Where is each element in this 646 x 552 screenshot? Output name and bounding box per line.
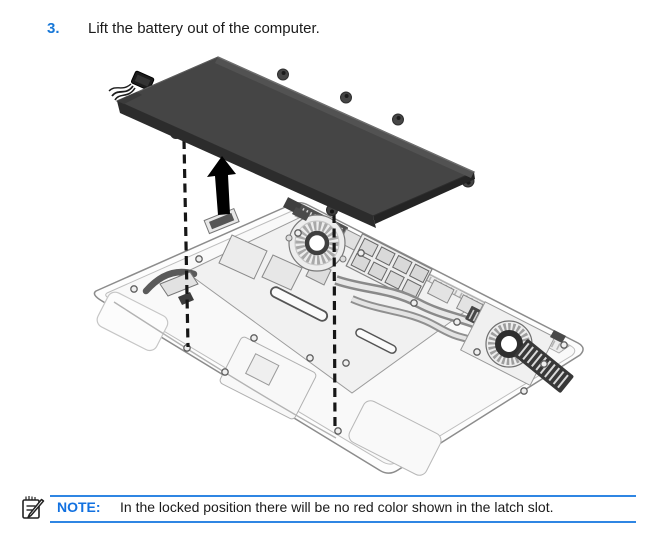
battery-top-tabs <box>277 68 475 188</box>
hinge-post-right <box>550 330 566 343</box>
fan-left-illustration <box>285 214 347 272</box>
laptop-chassis-illustration <box>93 197 584 476</box>
screws <box>130 229 568 435</box>
note-rule-bottom <box>50 521 636 523</box>
memory-module <box>345 232 433 303</box>
memo-icon <box>22 496 45 519</box>
step-number: 3. <box>47 20 60 37</box>
slot-long <box>269 286 329 322</box>
battery-edge-highlight <box>217 56 475 173</box>
note-text: In the locked position there will be no … <box>120 499 554 515</box>
slot-short <box>355 328 397 354</box>
note-label: NOTE: <box>57 499 101 515</box>
chip-large <box>218 234 268 280</box>
alignment-dashed-line-right <box>332 213 337 432</box>
chip-rear-1 <box>426 279 455 304</box>
heat-pipes <box>334 275 497 347</box>
battery-corner-step <box>117 92 142 104</box>
step-instruction: Lift the battery out of the computer. <box>88 20 320 37</box>
lower-pad <box>219 336 317 420</box>
battery-side-face <box>117 101 376 228</box>
battery-side-face-right <box>373 172 475 224</box>
left-bracket <box>142 268 199 305</box>
battery-bevel <box>215 57 474 178</box>
hinge-post-left <box>292 207 310 221</box>
battery-illustration <box>108 56 476 228</box>
battery-bay-left <box>96 291 169 352</box>
note-rule-top <box>50 495 636 497</box>
chip-medium <box>261 254 303 291</box>
up-arrow-icon <box>207 156 236 215</box>
alignment-dashed-line-left <box>182 139 190 348</box>
front-rim-cable <box>113 301 337 439</box>
battery-top-surface <box>115 56 476 217</box>
battery-connector <box>108 70 155 101</box>
lower-right-pad <box>348 400 442 476</box>
